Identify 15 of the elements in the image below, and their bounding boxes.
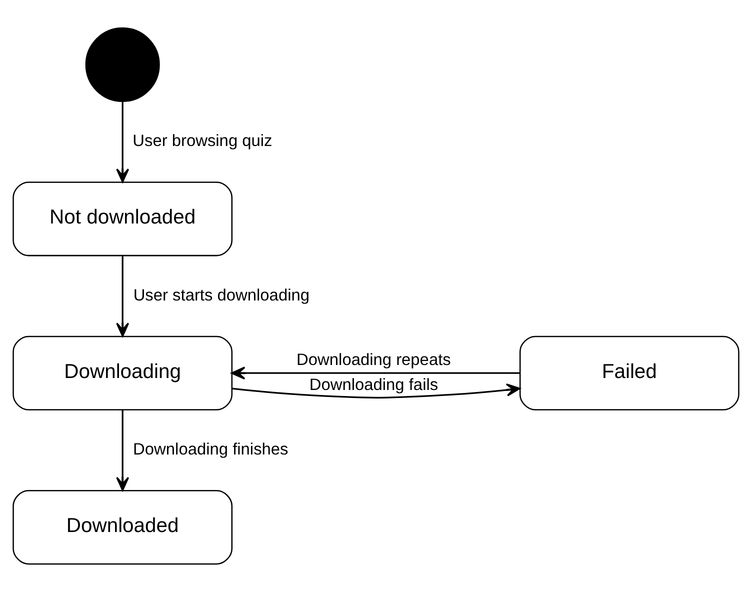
node-circle — [85, 27, 160, 102]
edge-label: User starts downloading — [133, 286, 310, 304]
arrow — [231, 366, 520, 380]
edge-label: User browsing quiz — [132, 132, 272, 150]
node-box: Not downloaded — [12, 182, 233, 256]
node-box: Failed — [519, 336, 740, 410]
edge-label: Downloading repeats — [296, 350, 451, 369]
node-box: Downloading — [12, 336, 233, 410]
node-box: Downloaded — [12, 490, 233, 565]
edge-label: Downloading fails — [309, 376, 438, 394]
arrow — [232, 383, 520, 398]
arrow — [116, 102, 130, 183]
edge-label: Downloading finishes — [133, 440, 288, 458]
arrow — [116, 256, 130, 337]
arrow — [116, 410, 130, 491]
